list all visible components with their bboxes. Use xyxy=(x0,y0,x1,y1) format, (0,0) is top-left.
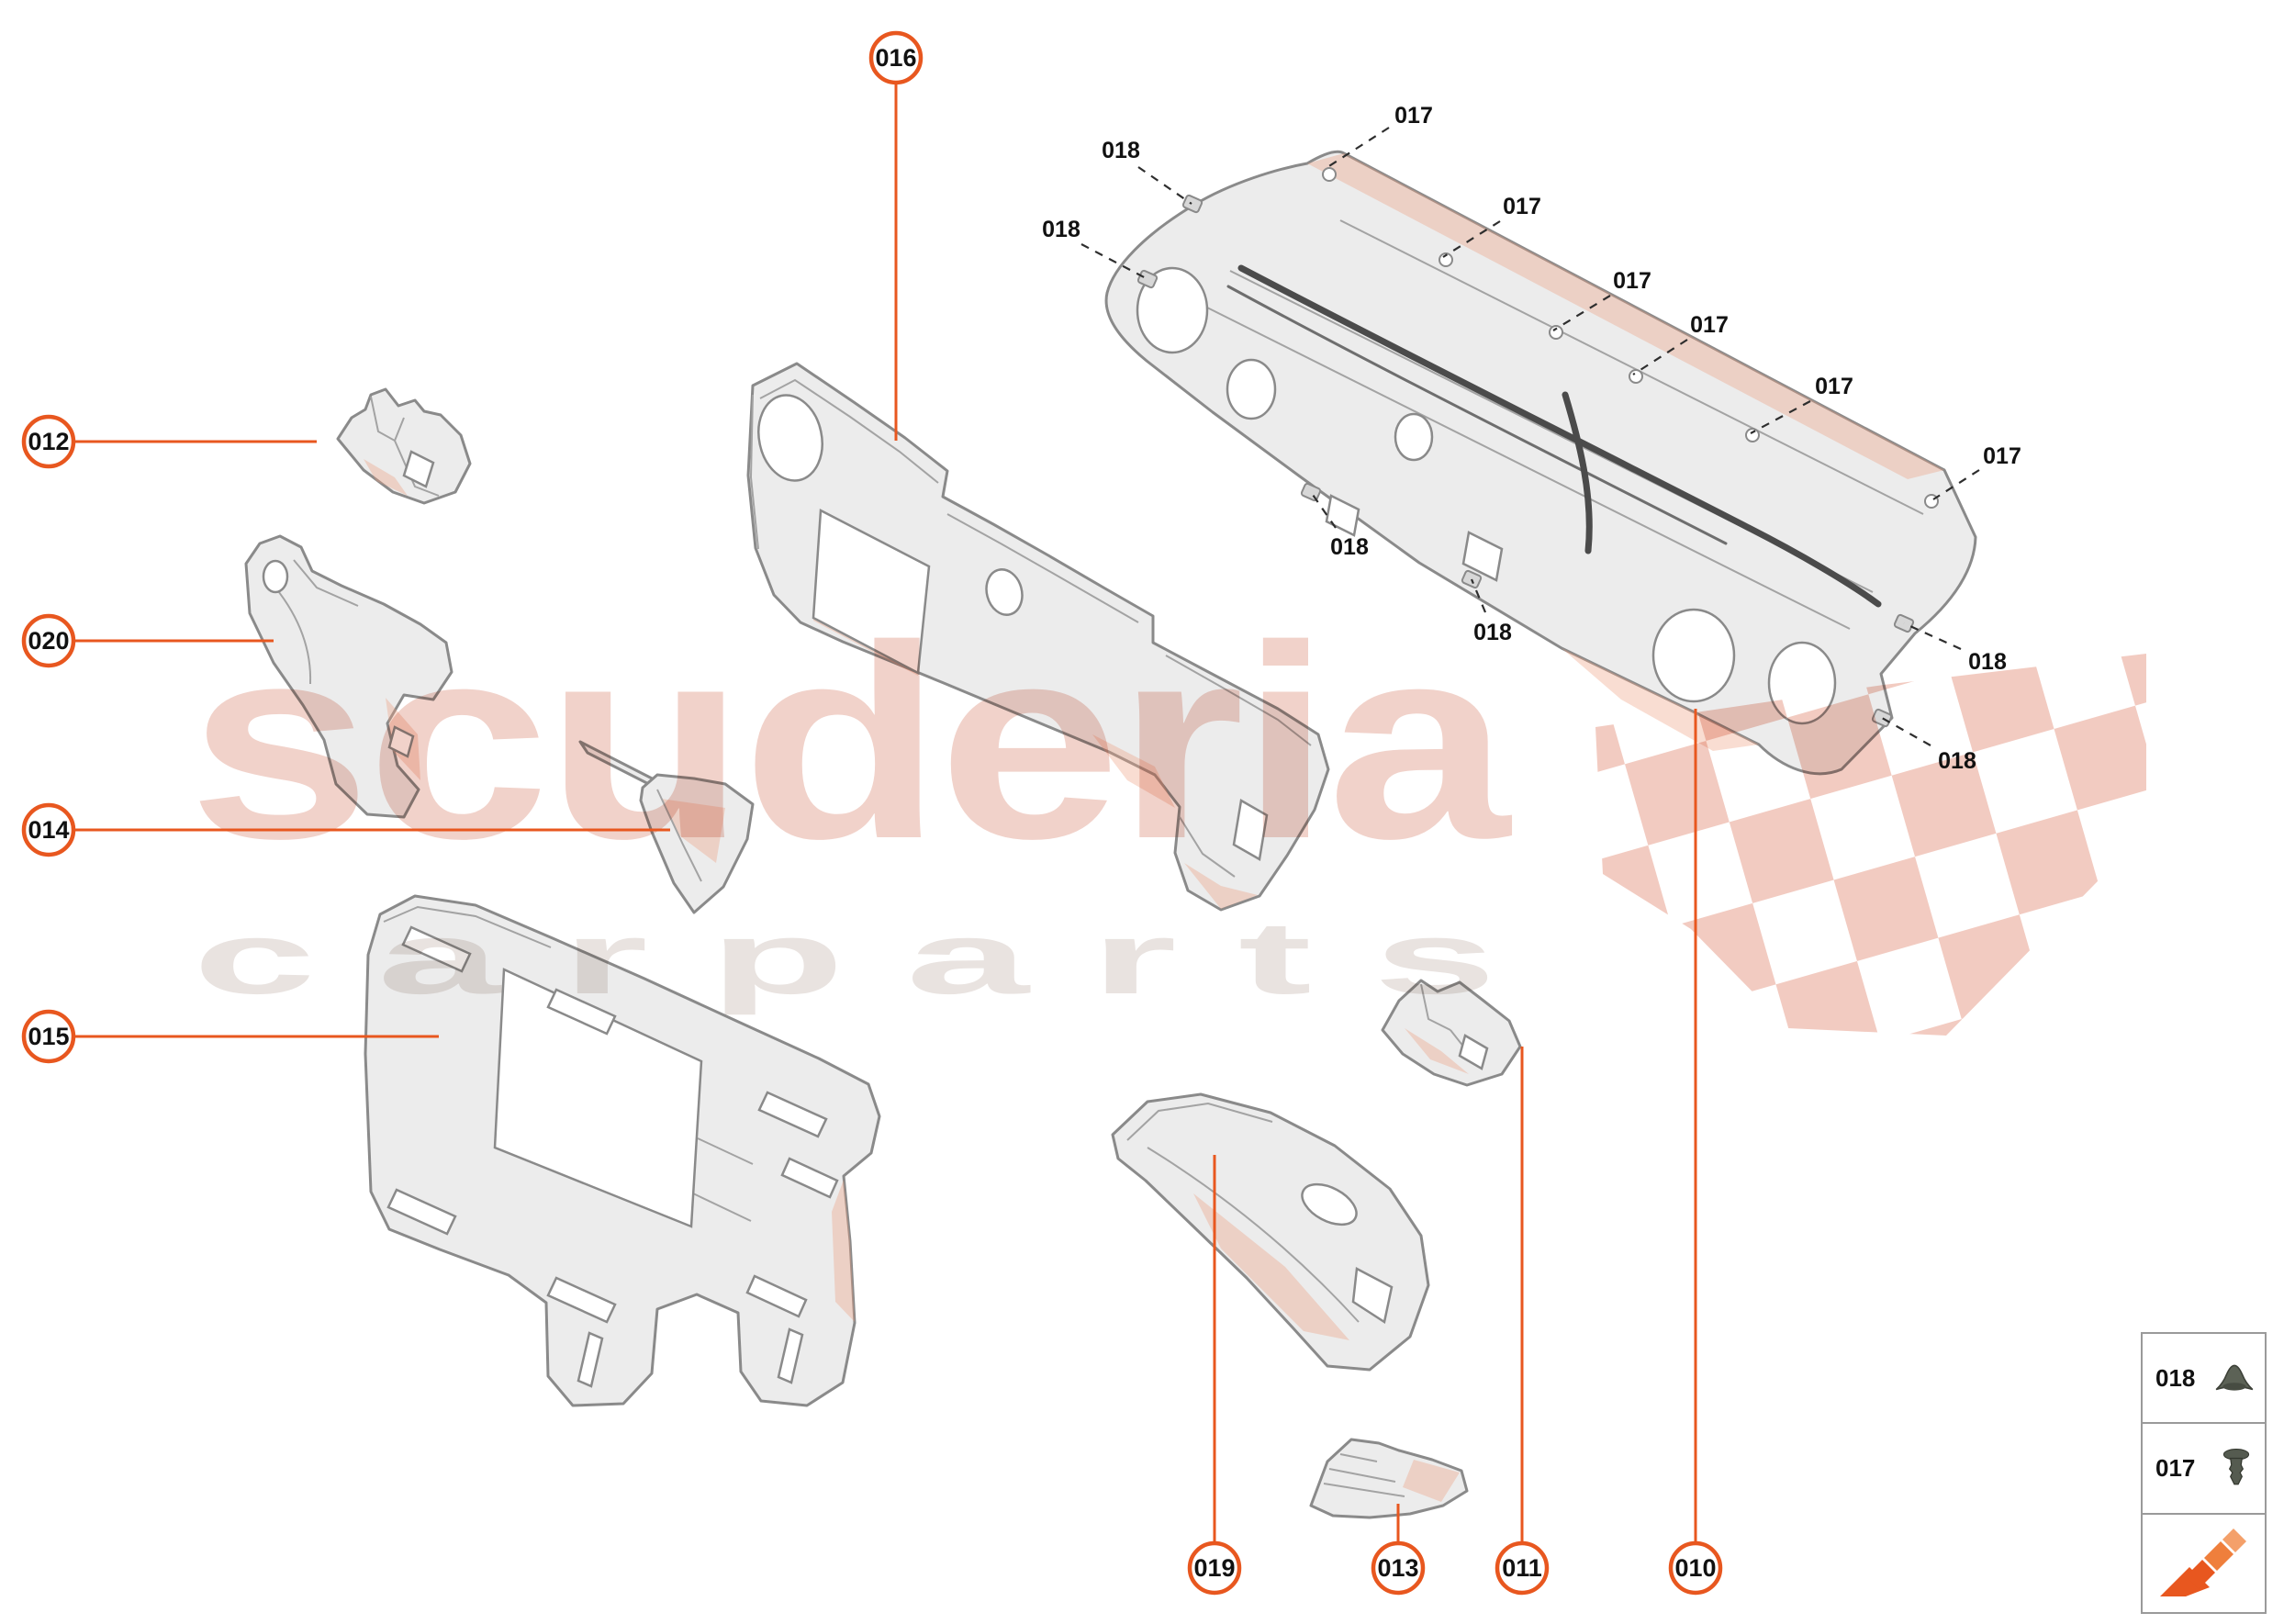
part-label-017-6: 017 xyxy=(1750,374,1853,434)
part-013-lower-bracket[interactable] xyxy=(1309,1438,1469,1519)
callout-circle[interactable] xyxy=(1495,1540,1550,1596)
part-label-018-1: 018 xyxy=(1102,138,1192,205)
callout-012[interactable]: 012 xyxy=(21,414,317,469)
callout-014[interactable]: 014 xyxy=(21,802,670,857)
watermark-layer: scuderia c a r p a r t s xyxy=(188,588,2146,1036)
callout-number: 020 xyxy=(28,627,69,655)
part-label-017-4: 017 xyxy=(1552,268,1651,331)
watermark-brand-text: scuderia xyxy=(188,588,1512,896)
label-leader-line xyxy=(1632,339,1688,375)
callout-011[interactable]: 011 xyxy=(1495,1047,1550,1596)
callout-number: 019 xyxy=(1193,1554,1235,1582)
part-019-wheelhouse-panel[interactable] xyxy=(1111,1092,1430,1372)
part-label-text: 018 xyxy=(1938,748,1976,774)
label-leader-line xyxy=(1310,491,1337,529)
label-leader-line xyxy=(1324,127,1390,170)
callout-016[interactable]: 016 xyxy=(868,30,924,441)
part-label-text: 018 xyxy=(1102,138,1140,163)
part-011-small-bracket-right[interactable] xyxy=(1381,979,1522,1087)
callout-015[interactable]: 015 xyxy=(21,1009,439,1064)
clip-icon xyxy=(2215,1364,2254,1391)
legend-label-017: 017 xyxy=(2155,1454,2196,1483)
part-label-text: 018 xyxy=(1042,217,1080,242)
callout-circle[interactable] xyxy=(21,802,76,857)
part-016-firewall-panel[interactable] xyxy=(746,362,1330,912)
label-leader-line xyxy=(1552,295,1611,331)
callout-circle[interactable] xyxy=(1371,1540,1426,1596)
brand-logo xyxy=(2143,1515,2265,1612)
part-label-text: 017 xyxy=(1690,312,1729,338)
callout-number: 013 xyxy=(1377,1554,1418,1582)
part-label-text: 018 xyxy=(1968,649,2007,675)
part-label-017-3: 017 xyxy=(1442,194,1541,258)
part-label-017-5: 017 xyxy=(1632,312,1729,375)
callout-circle[interactable] xyxy=(868,30,924,85)
scuderia-arrow-logo-icon xyxy=(2159,1528,2246,1596)
callout-number: 015 xyxy=(28,1023,69,1050)
parts-layer xyxy=(244,150,1977,1519)
rivet-icon xyxy=(2222,1448,2250,1485)
part-012-small-bracket-left[interactable] xyxy=(336,387,472,505)
callout-circle[interactable] xyxy=(1187,1540,1242,1596)
part-label-018-2: 018 xyxy=(1042,217,1148,280)
callout-number: 012 xyxy=(28,428,69,455)
label-leader-line xyxy=(1470,578,1487,613)
legend-row-017[interactable]: 017 xyxy=(2143,1424,2265,1515)
legend-row-018[interactable]: 018 xyxy=(2143,1334,2265,1425)
label-leader-line xyxy=(1080,243,1148,280)
part-label-018-10: 018 xyxy=(1903,622,2007,675)
part-010-cowl-panel[interactable] xyxy=(1104,150,1977,776)
part-label-text: 018 xyxy=(1330,534,1369,560)
callout-circle[interactable] xyxy=(21,1009,76,1064)
callout-010[interactable]: 010 xyxy=(1668,709,1723,1596)
label-leader-line xyxy=(1903,622,1962,651)
part-label-017-0: 017 xyxy=(1324,103,1433,170)
part-label-text: 017 xyxy=(1503,194,1541,219)
part-label-018-8: 018 xyxy=(1310,491,1369,560)
label-leader-line xyxy=(1750,400,1811,434)
part-label-018-11: 018 xyxy=(1881,717,1976,774)
part-014-strut-bracket[interactable] xyxy=(578,740,755,914)
callout-circle[interactable] xyxy=(1668,1540,1723,1596)
part-label-text: 017 xyxy=(1815,374,1853,399)
callout-number: 010 xyxy=(1674,1554,1716,1582)
fastener-legend: 018 017 xyxy=(2141,1332,2267,1614)
legend-label-018: 018 xyxy=(2155,1363,2196,1392)
watermark-subtitle-text: c a r p a r t s xyxy=(193,901,1496,1015)
checkered-flag-watermark xyxy=(1595,654,2146,1036)
callout-circle[interactable] xyxy=(21,414,76,469)
part-label-017-7: 017 xyxy=(1932,443,2021,500)
part-label-text: 017 xyxy=(1983,443,2021,469)
part-label-text: 018 xyxy=(1473,620,1512,645)
label-leader-line xyxy=(1442,220,1501,258)
callout-number: 014 xyxy=(28,816,69,844)
annotation-layer: 017 018 018 017 017 017 017 017 018 018 018 018 012 0… xyxy=(21,30,2021,1596)
callout-number: 011 xyxy=(1502,1554,1542,1582)
callout-number: 016 xyxy=(875,44,916,72)
part-label-text: 017 xyxy=(1394,103,1433,129)
callout-020[interactable]: 020 xyxy=(21,613,274,668)
callout-019[interactable]: 019 xyxy=(1187,1155,1242,1596)
part-020-side-inner-panel[interactable] xyxy=(244,534,453,819)
label-leader-line xyxy=(1137,166,1192,205)
callout-circle[interactable] xyxy=(21,613,76,668)
part-label-018-9: 018 xyxy=(1470,578,1512,645)
callout-013[interactable]: 013 xyxy=(1371,1504,1426,1596)
part-label-text: 017 xyxy=(1613,268,1651,294)
part-015-insulation-panel[interactable] xyxy=(364,894,881,1407)
